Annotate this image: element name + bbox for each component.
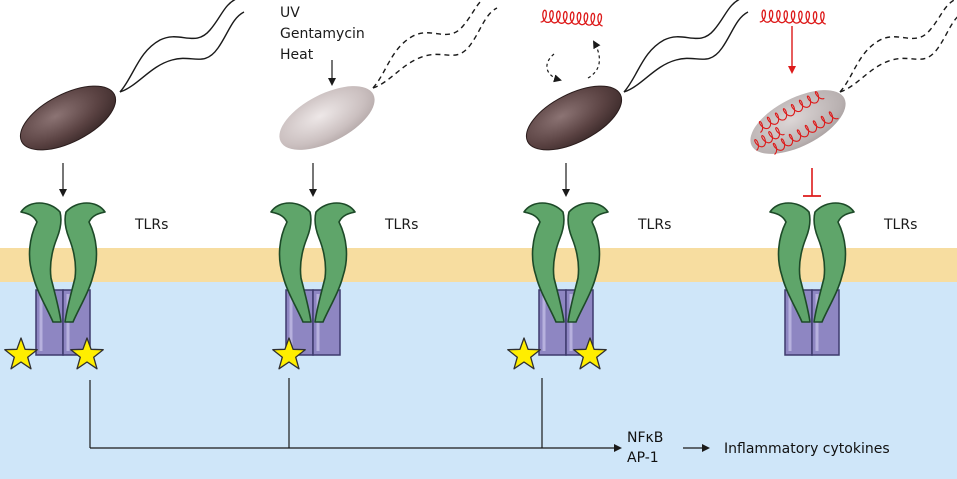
treatment-label: Heat [280,47,314,63]
flagellum-a [623,0,740,93]
tlr-label: TLRs [883,217,917,233]
flagellum-b [372,7,498,89]
panel-live [4,0,245,370]
signal-layer [89,378,710,452]
panels-layer [4,0,957,370]
exchange-arrow [546,53,562,83]
activation-star-icon [70,337,104,370]
exchange-arrow [587,40,601,79]
activation-star-icon [4,337,38,370]
tlr-label: TLRs [384,217,418,233]
tlr-monomer-right [64,202,106,323]
cell-membrane [0,248,957,282]
activation-star-icon [272,337,306,370]
activation-star-icon [507,337,541,370]
treatment-label: UV [280,5,300,21]
flagellum-a [839,0,956,93]
live-bacterium [525,85,623,151]
peptide-bound-bacterium [750,90,846,154]
flagellum-a [119,0,236,93]
tlr-monomer-left [523,202,565,323]
antimicrobial-peptide-icon [759,9,826,25]
tlr-monomer-left [270,202,312,323]
panel-peptide-live [507,0,749,370]
bound-peptide-icon [754,127,785,151]
tlr-label: TLRs [134,217,168,233]
flagellum-b [119,11,245,93]
treatment-label: Gentamycin [280,26,365,42]
transcription-factor-nfkb: NFκB [627,430,663,446]
panel-treated [270,0,498,370]
killed-bacterium [279,86,375,150]
tlr-monomer-left [769,202,811,323]
flagellum-a [372,0,483,89]
tlr-monomer-right [813,202,855,323]
tlr-monomer-right [567,202,609,323]
activation-star-icon [573,337,607,370]
bound-peptide-icon [758,91,825,133]
flagellum-b [623,11,749,93]
tlr-monomer-left [20,202,62,323]
flagellum-b [839,16,957,93]
tlr-monomer-right [314,202,356,323]
transcription-factor-ap1: AP-1 [627,450,659,466]
inflammatory-cytokines-label: Inflammatory cytokines [724,441,890,457]
antimicrobial-peptide-icon [540,9,603,27]
live-bacterium [19,85,117,151]
bound-peptide-icon [772,111,839,155]
panel-peptide-killed [750,0,957,356]
tlr-label: TLRs [637,217,671,233]
